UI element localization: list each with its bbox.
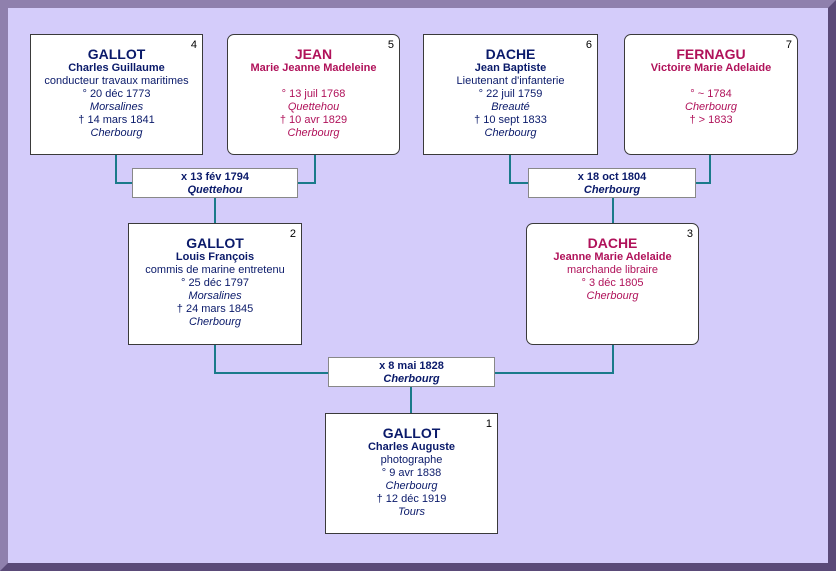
birth-place: Cherbourg [685, 101, 737, 113]
sosa-number: 4 [190, 39, 197, 51]
given-names: Jeanne Marie Adelaide [553, 251, 672, 263]
surname: DACHE [485, 46, 536, 62]
surname: GALLOT [186, 235, 244, 251]
connector [214, 197, 216, 224]
death-date: † 24 mars 1845 [176, 303, 254, 315]
marriage-date: x 8 mai 1828 [379, 360, 444, 372]
person-box-2[interactable]: 2 GALLOT Louis François commis de marine… [128, 223, 302, 345]
marriage-box-2-3[interactable]: x 8 mai 1828 Cherbourg [328, 357, 495, 387]
marriage-date: x 13 fév 1794 [181, 171, 249, 183]
birth-place: Cherbourg [385, 480, 438, 492]
connector [297, 182, 316, 184]
death-place: Cherbourg [90, 127, 143, 139]
surname: GALLOT [87, 46, 146, 62]
death-date: † > 1833 [689, 114, 733, 126]
death-place: Cherbourg [484, 127, 537, 139]
birth-place: Quettehou [287, 101, 340, 113]
given-names: Marie Jeanne Madeleine [250, 62, 377, 74]
connector [494, 372, 614, 374]
sosa-number: 2 [289, 228, 296, 240]
birth-place: Cherbourg [586, 290, 639, 302]
death-place: Tours [397, 506, 426, 518]
death-date: † 10 avr 1829 [279, 114, 348, 126]
connector [214, 372, 329, 374]
connector [695, 182, 711, 184]
occupation-empty [228, 75, 399, 88]
connector [709, 154, 711, 184]
occupation: commis de marine entretenu [145, 264, 285, 276]
person-box-1[interactable]: 1 GALLOT Charles Auguste photographe ° 9… [325, 413, 498, 534]
connector [612, 197, 614, 224]
connector [509, 182, 529, 184]
occupation: Lieutenant d'infanterie [456, 75, 565, 87]
sosa-number: 6 [585, 39, 592, 51]
given-names: Louis François [175, 251, 255, 263]
occupation: marchande libraire [566, 264, 659, 276]
birth-date: ° 3 déc 1805 [581, 277, 644, 289]
sosa-number: 5 [387, 39, 394, 51]
connector [314, 154, 316, 184]
death-date: † 10 sept 1833 [474, 114, 547, 126]
birth-date: ° 22 juil 1759 [478, 88, 543, 100]
birth-date: ° 13 juil 1768 [281, 88, 346, 100]
connector [214, 344, 216, 374]
person-box-5[interactable]: 5 JEAN Marie Jeanne Madeleine ° 13 juil … [227, 34, 400, 155]
given-names: Jean Baptiste [474, 62, 547, 74]
birth-date: ° 25 déc 1797 [180, 277, 249, 289]
birth-place: Breauté [491, 101, 530, 113]
marriage-place: Cherbourg [583, 184, 641, 196]
given-names: Victoire Marie Adelaide [650, 62, 772, 74]
marriage-date: x 18 oct 1804 [577, 171, 647, 183]
sosa-number: 1 [485, 418, 492, 430]
surname: FERNAGU [676, 46, 746, 62]
person-box-4[interactable]: 4 GALLOT Charles Guillaume conducteur tr… [30, 34, 203, 155]
surname: DACHE [587, 235, 638, 251]
given-names: Charles Guillaume [68, 62, 165, 74]
sosa-number: 7 [785, 39, 792, 51]
occupation-empty [625, 75, 797, 88]
person-box-6[interactable]: 6 DACHE Jean Baptiste Lieutenant d'infan… [423, 34, 598, 155]
death-date: † 14 mars 1841 [78, 114, 155, 126]
occupation: photographe [380, 454, 443, 466]
death-place: Cherbourg [287, 127, 340, 139]
birth-place: Morsalines [89, 101, 144, 113]
death-date: † 12 déc 1919 [376, 493, 447, 505]
birth-place: Morsalines [188, 290, 242, 302]
birth-date: ° ~ 1784 [690, 88, 732, 100]
person-box-3[interactable]: 3 DACHE Jeanne Marie Adelaide marchande … [526, 223, 699, 345]
given-names: Charles Auguste [367, 441, 455, 453]
connector [509, 154, 511, 184]
marriage-box-4-5[interactable]: x 13 fév 1794 Quettehou [132, 168, 298, 198]
surname: GALLOT [382, 425, 441, 441]
birth-date: ° 9 avr 1838 [381, 467, 442, 479]
surname: JEAN [294, 46, 333, 62]
death-place: Cherbourg [189, 316, 241, 328]
person-box-7[interactable]: 7 FERNAGU Victoire Marie Adelaide ° ~ 17… [624, 34, 798, 155]
connector [612, 344, 614, 374]
marriage-place: Quettehou [187, 184, 243, 196]
connector [115, 182, 133, 184]
birth-date: ° 20 déc 1773 [82, 88, 151, 100]
occupation: conducteur travaux maritimes [44, 75, 189, 87]
connector [115, 154, 117, 184]
sosa-number: 3 [686, 228, 693, 240]
marriage-box-6-7[interactable]: x 18 oct 1804 Cherbourg [528, 168, 696, 198]
connector [410, 387, 412, 414]
marriage-place: Cherbourg [383, 373, 440, 385]
